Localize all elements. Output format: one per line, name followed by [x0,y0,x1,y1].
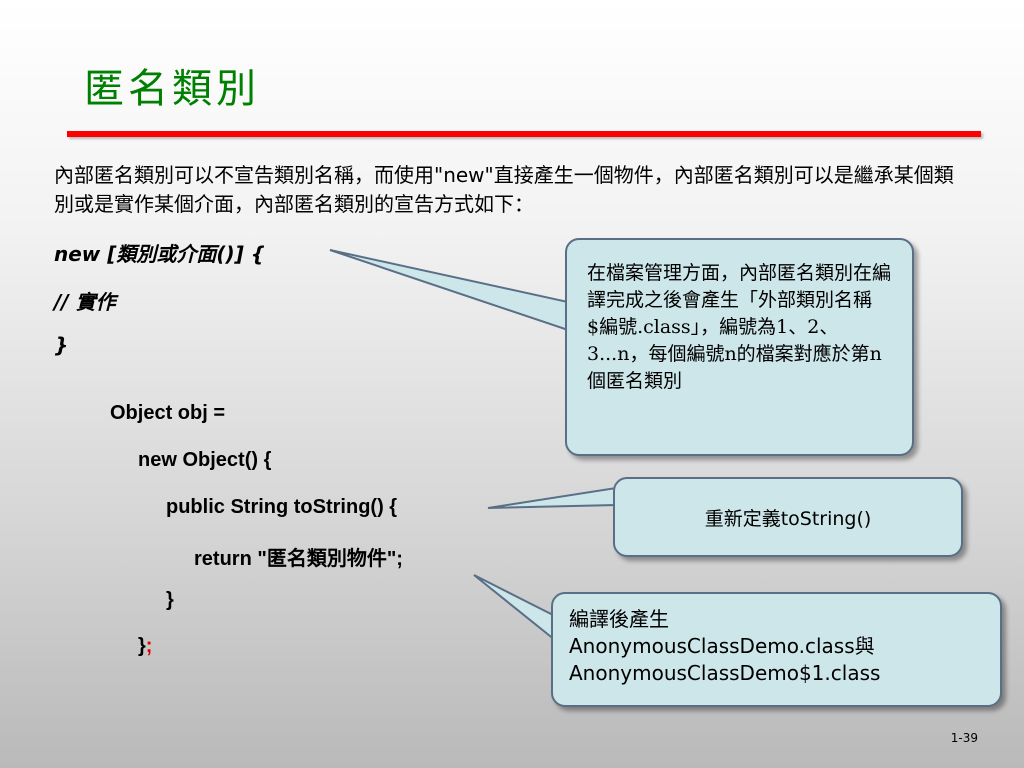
callout-output-note: 編譯後產生 AnonymousClassDemo.class與 Anonymou… [551,592,1002,707]
callout-tail-compile [329,249,569,332]
callout-tail-output [473,574,556,643]
code-line-2: new Object() { [138,449,272,471]
output-line-3: AnonymousClassDemo$1.class [569,661,881,685]
code-closing-brace: } [138,635,146,657]
slide-title: 匿名類別 [84,66,260,112]
title-divider [67,131,981,137]
code-line-3: public String toString() { [166,496,398,518]
page-number: 1-39 [950,731,978,745]
syntax-line-3: } [54,333,69,357]
callout-compile-note: 在檔案管理方面，內部匿名類別在編譯完成之後會產生「外部類別名稱$編號.class… [565,238,914,456]
output-line-2: AnonymousClassDemo.class與 [569,634,875,658]
code-line-5: } [166,589,174,611]
code-semicolon: ; [145,635,153,657]
callout-tail-override [487,486,617,509]
output-line-1: 編譯後產生 [569,607,669,631]
code-line-4: return "匿名類別物件"; [194,548,403,570]
code-line-1: Object obj = [110,402,226,424]
callout-override-note: 重新定義toString() [613,477,963,557]
intro-paragraph: 內部匿名類別可以不宣告類別名稱，而使用"new"直接產生一個物件，內部匿名類別可… [54,163,954,216]
code-line-6: }; [138,635,152,658]
syntax-line-2: // 實作 [54,290,116,314]
syntax-line-1: new [類別或介面()] { [54,242,266,266]
